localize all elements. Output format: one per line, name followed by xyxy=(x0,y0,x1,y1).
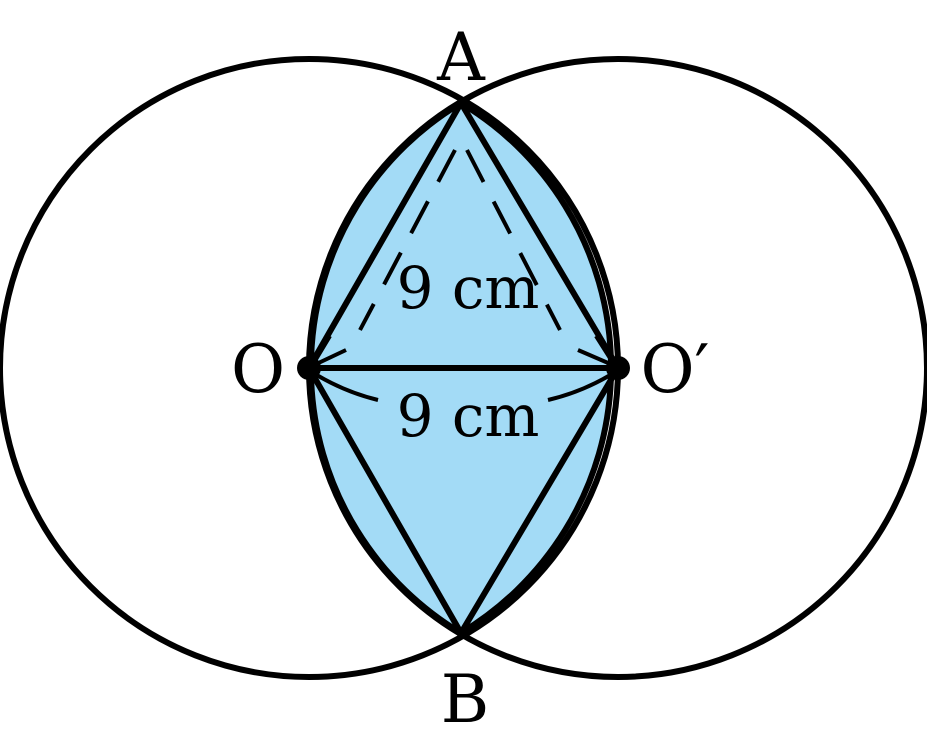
label-o-prime: O′ xyxy=(640,331,709,408)
segment-b-o-prime xyxy=(458,366,621,635)
dimension-line-right-dashed xyxy=(465,149,562,331)
label-b: B xyxy=(441,661,490,738)
segment-a-o-prime xyxy=(458,101,621,370)
label-o: O xyxy=(231,331,285,408)
dimension-label-slanted: 9 cm xyxy=(397,254,540,322)
dimension-label-horizontal: 9 cm xyxy=(397,382,540,450)
point-o xyxy=(297,356,321,380)
label-a: A xyxy=(436,19,486,96)
dimension-line-left-dashed xyxy=(358,149,457,331)
segment-a-o xyxy=(306,101,464,370)
dimension-curve-left xyxy=(313,372,379,402)
segment-b-o xyxy=(306,366,464,635)
dimension-curve-right xyxy=(547,372,614,402)
point-o-prime xyxy=(606,356,630,380)
